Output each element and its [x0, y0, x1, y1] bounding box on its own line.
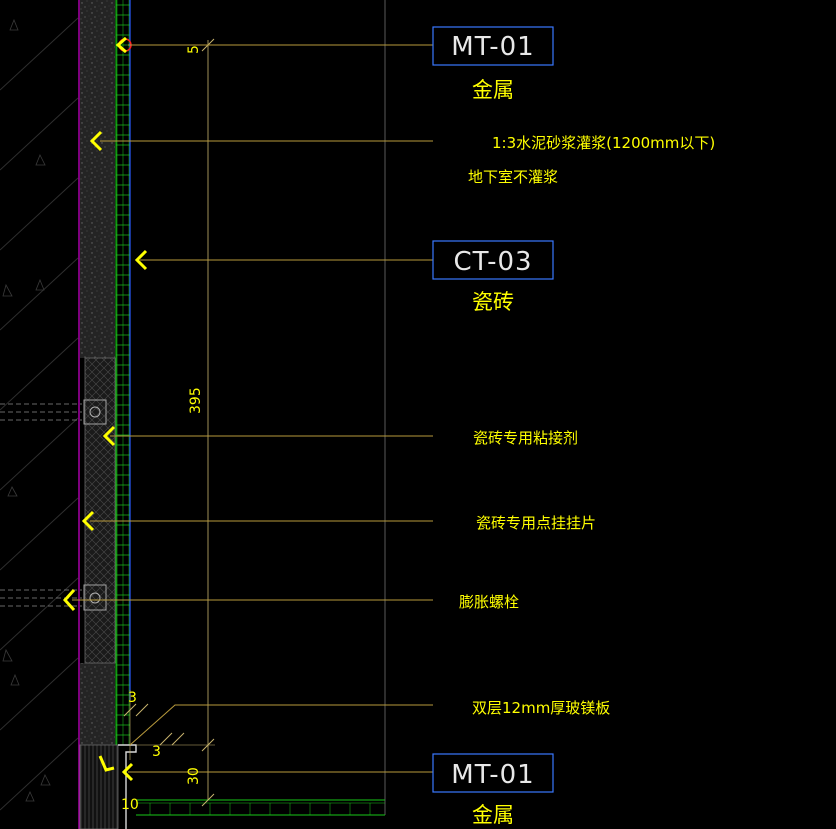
arrow-icon: [89, 130, 103, 152]
arrow-icon: [98, 755, 115, 772]
structural-wall: [0, 17, 79, 811]
arrow-icon: [62, 588, 76, 612]
arrow-icon: [115, 36, 127, 54]
arrow-icon: [121, 762, 134, 782]
arrow-icon: [102, 425, 116, 447]
base-detail: [79, 744, 385, 829]
leader-lines: [72, 44, 433, 773]
expansion-bolt-upper: [0, 399, 107, 425]
arrow-marks: [62, 36, 148, 782]
magnesium-board-section: [84, 357, 116, 664]
dim-height: 395: [188, 387, 204, 414]
tag-material: 金属: [472, 78, 514, 102]
mortar-layer-upper: [80, 0, 115, 358]
note-mortar: 1:3水泥砂浆灌浆(1200mm以下): [492, 134, 715, 152]
note-basement: 地下室不灌浆: [468, 168, 558, 186]
dim-top: 5: [186, 45, 202, 54]
note-bolt: 膨胀螺栓: [459, 593, 519, 611]
tag-code: CT-03: [453, 247, 532, 277]
dim-base: 30: [186, 767, 202, 785]
tile-layer: [116, 0, 130, 745]
tag-material: 瓷砖: [472, 290, 514, 314]
note-clip: 瓷砖专用点挂挂片: [476, 514, 596, 532]
tag-ct03: CT-03 瓷砖: [432, 240, 554, 314]
dim-gap-b: 3: [152, 744, 161, 760]
tag-material: 金属: [472, 803, 514, 827]
note-board: 双层12mm厚玻镁板: [472, 699, 610, 717]
note-adhesive: 瓷砖专用粘接剂: [473, 429, 578, 447]
dimension-lines: [123, 38, 215, 807]
tag-mt01-bottom: MT-01 金属: [432, 753, 554, 827]
arrow-icon: [134, 249, 148, 271]
tag-code: MT-01: [451, 760, 534, 790]
tag-mt01-top: MT-01 金属: [432, 26, 554, 102]
dim-bottom: 10: [121, 797, 139, 813]
tag-code: MT-01: [451, 32, 534, 62]
mortar-layer-lower: [80, 663, 115, 745]
dim-gap-a: 3: [128, 690, 137, 706]
arrow-icon: [81, 510, 95, 532]
